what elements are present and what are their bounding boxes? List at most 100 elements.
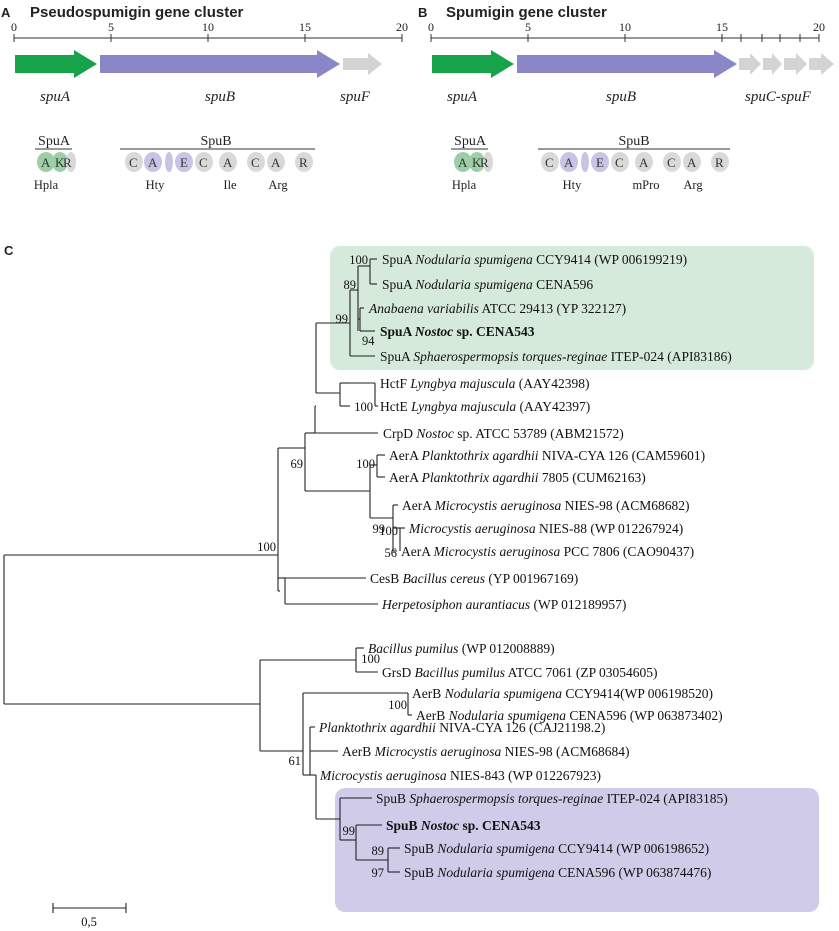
panel-a: A Pseudospumigin gene cluster 0 5 10 15 … [1, 4, 408, 192]
spuA-domains: A K R [454, 152, 493, 172]
bootstrap-value: 100 [354, 400, 373, 414]
tick-label: 15 [299, 20, 311, 34]
tree-leaf: AerA Microcystis aeruginosa PCC 7806 (CA… [401, 544, 694, 559]
panel-b-scale-axis: 0 5 10 15 20 [428, 20, 825, 42]
tree-leaf: HctF Lyngbya majuscula (AAY42398) [380, 376, 589, 391]
tick-label: 5 [108, 20, 114, 34]
panel-a-scale-axis: 0 5 10 15 20 [11, 20, 408, 42]
spuC-gene-arrow [739, 53, 761, 75]
domain-letter: R [63, 155, 72, 170]
scale-bar: 0,5 [52, 903, 127, 929]
protein-name: SpuA [454, 134, 487, 149]
substrate-label: Arg [268, 178, 288, 192]
bootstrap-value: 97 [372, 866, 385, 880]
tree-leaf: SpuA Nodularia spumigena CENA596 [382, 277, 593, 292]
tree-leaf: CrpD Nostoc sp. ATCC 53789 (ABM21572) [383, 426, 624, 441]
substrate-label: Ile [223, 178, 237, 192]
bootstrap-value: 56 [385, 546, 398, 560]
domain-letter: A [148, 155, 158, 170]
gene-label: spuA [447, 89, 478, 105]
spuF-gene-arrow [343, 53, 382, 75]
substrate-label: Arg [683, 178, 703, 192]
domain-letter: E [180, 155, 188, 170]
tree-branches [3, 258, 412, 873]
domain-letter: R [715, 155, 724, 170]
tree-leaf: AerA Microcystis aeruginosa NIES-98 (ACM… [402, 498, 689, 513]
spuA-gene-arrow [432, 50, 514, 78]
tree-leaf: SpuA Nodularia spumigena CCY9414 (WP 006… [382, 252, 687, 267]
tree-leaves: SpuA Nodularia spumigena CCY9414 (WP 006… [318, 252, 732, 880]
domain-letter: A [564, 155, 574, 170]
protein-name: SpuB [200, 134, 231, 149]
tree-leaf: Bacillus pumilus (WP 012008889) [368, 641, 555, 656]
spuA-gene-arrow [15, 50, 97, 78]
tick-label: 10 [202, 20, 214, 34]
bootstrap-value: 89 [372, 844, 385, 858]
tree-leaf: AerB Microcystis aeruginosa NIES-98 (ACM… [342, 744, 629, 759]
substrate-label: Hpla [34, 178, 59, 192]
domain-letter: A [458, 155, 468, 170]
gene-label: spuB [606, 89, 636, 105]
tree-leaf: AerA Planktothrix agardhii NIVA-CYA 126 … [389, 448, 705, 463]
domain-letter: C [129, 155, 138, 170]
gene-label: spuB [205, 89, 235, 105]
bootstrap-value: 100 [361, 652, 380, 666]
substrate-label: Hty [146, 178, 166, 192]
domain-letter: K [472, 155, 482, 170]
spuA-clade-highlight [330, 246, 814, 370]
domain-letter: C [251, 155, 260, 170]
bootstrap-value: 100 [379, 524, 398, 538]
bootstrap-value: 100 [349, 253, 368, 267]
tree-leaf: GrsD Bacillus pumilus ATCC 7061 (ZP 0305… [382, 665, 658, 680]
tick-label: 20 [813, 20, 825, 34]
domain-letter: C [615, 155, 624, 170]
tree-leaf: Planktothrix agardhii NIVA-CYA 126 (CAJ2… [318, 720, 605, 735]
gene-label: spuF [340, 89, 371, 105]
tree-leaf: CesB Bacillus cereus (YP 001967169) [370, 571, 578, 586]
spuB-gene-arrow [517, 50, 737, 78]
domain-letter: C [667, 155, 676, 170]
panel-c: C [3, 243, 819, 929]
bootstrap-value: 89 [344, 278, 357, 292]
tree-leaf: SpuB Nodularia spumigena CENA596 (WP 063… [404, 865, 711, 880]
domain-letter: C [545, 155, 554, 170]
domain-letter: A [41, 155, 51, 170]
scale-bar-label: 0,5 [81, 915, 97, 929]
tree-leaf: SpuA Nostoc sp. CENA543 [380, 324, 535, 339]
bootstrap-value: 100 [356, 457, 375, 471]
bootstrap-value: 100 [257, 540, 276, 554]
tree-leaf: SpuA Sphaerospermopsis torques-reginae I… [380, 349, 732, 364]
protein-name: SpuA [38, 134, 71, 149]
domain-letter: R [299, 155, 308, 170]
tree-leaf: Herpetosiphon aurantiacus (WP 012189957) [381, 597, 626, 612]
bootstrap-value: 99 [343, 824, 356, 838]
domain-letter: A [687, 155, 697, 170]
protein-name: SpuB [618, 134, 649, 149]
domain-letter: A [271, 155, 281, 170]
spuE-gene-arrow [784, 53, 807, 75]
gene-label: spuC-spuF [745, 89, 812, 105]
spuB-domains: C A E C A C A R [125, 152, 313, 172]
tick-label: 0 [428, 20, 434, 34]
tree-leaf: AerA Planktothrix agardhii 7805 (CUM6216… [389, 470, 646, 485]
bootstrap-value: 61 [289, 754, 302, 768]
domain-letter: R [480, 155, 489, 170]
spuA-domains: A K R [37, 152, 76, 172]
spuB-clade-highlight [335, 788, 819, 912]
tree-leaf: Anabaena variabilis ATCC 29413 (YP 32212… [368, 301, 626, 316]
substrate-label: Hpla [452, 178, 477, 192]
panel-b: B Spumigin gene cluster 0 5 10 15 20 spu… [418, 4, 834, 192]
tick-label: 20 [396, 20, 408, 34]
substrate-label: Hty [563, 178, 583, 192]
bootstrap-value: 100 [388, 698, 407, 712]
panel-b-title: Spumigin gene cluster [446, 4, 607, 21]
tree-leaf: HctE Lyngbya majuscula (AAY42397) [380, 399, 590, 414]
tree-leaf: SpuB Sphaerospermopsis torques-reginae I… [376, 791, 728, 806]
panel-b-letter: B [418, 5, 427, 20]
domain-letter: A [639, 155, 649, 170]
tree-leaf: AerB Nodularia spumigena CCY9414(WP 0061… [412, 686, 713, 701]
tick-label: 15 [716, 20, 728, 34]
domain-letter: A [223, 155, 233, 170]
panel-a-letter: A [1, 5, 11, 20]
